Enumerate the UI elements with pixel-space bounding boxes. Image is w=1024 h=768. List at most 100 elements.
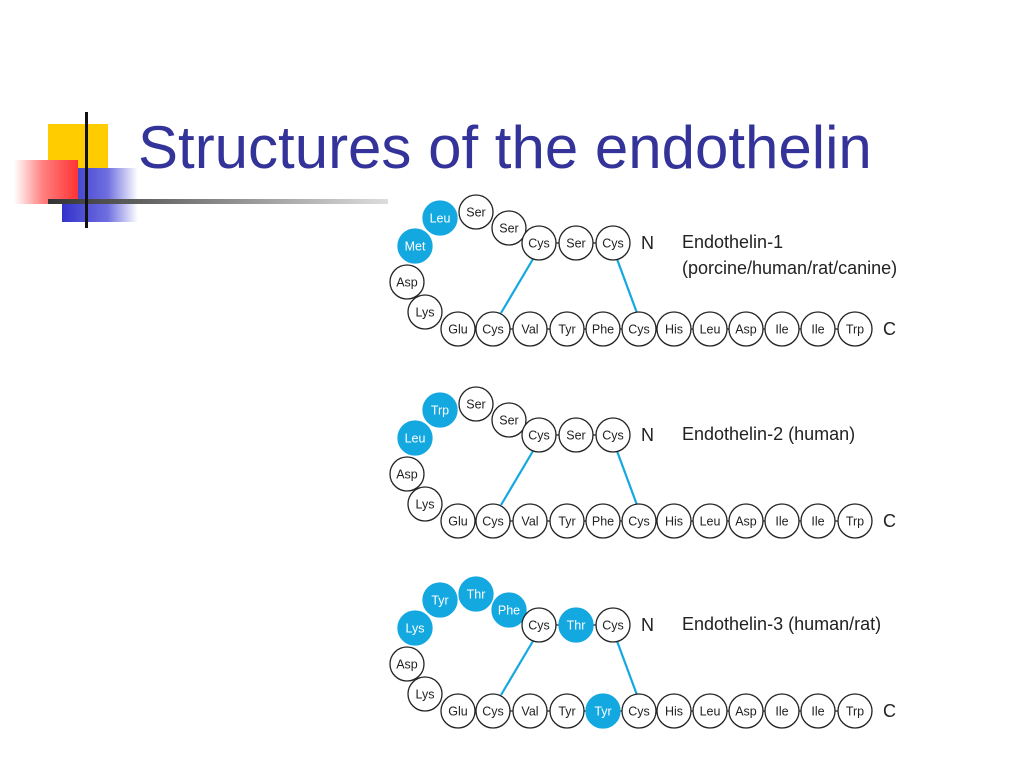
residue-circle <box>549 311 585 347</box>
residue-label: Ser <box>566 429 585 443</box>
residue-circle <box>389 646 425 682</box>
residue-circle <box>491 210 527 246</box>
residue-label: Tyr <box>594 705 611 719</box>
residue-label: Leu <box>700 323 721 337</box>
residue-label: Cys <box>528 619 550 633</box>
residue-label: Ser <box>499 414 518 428</box>
residue-glu: Glu <box>440 311 476 347</box>
vertical-rule <box>85 112 88 228</box>
residue-phe: Phe <box>585 311 621 347</box>
residue-cys: Cys <box>475 693 511 729</box>
residue-label: Cys <box>628 705 650 719</box>
residue-circle <box>728 503 764 539</box>
residue-ser: Ser <box>558 417 594 453</box>
residue-circle <box>491 592 527 628</box>
residue-label: Glu <box>448 705 468 719</box>
residue-cys: Cys <box>521 417 557 453</box>
residue-ile: Ile <box>764 693 800 729</box>
residue-his: His <box>656 311 692 347</box>
residue-label: Val <box>521 323 538 337</box>
residue-label: His <box>665 705 683 719</box>
disulfide-bond-1 <box>500 258 534 314</box>
residue-label: Glu <box>448 515 468 529</box>
residue-label: Cys <box>528 237 550 251</box>
residue-circle <box>549 503 585 539</box>
residue-ile: Ile <box>764 311 800 347</box>
residue-label: Cys <box>528 429 550 443</box>
residue-label: Asp <box>396 276 418 290</box>
c-terminus-label: C <box>883 511 896 531</box>
residue-circle <box>475 311 511 347</box>
residue-label: Tyr <box>558 705 575 719</box>
residue-ser: Ser <box>458 386 494 422</box>
residue-circle <box>475 503 511 539</box>
residue-tyr: Tyr <box>549 311 585 347</box>
residue-label: Phe <box>498 604 520 618</box>
residue-label: Ile <box>775 323 788 337</box>
residue-circle <box>800 693 836 729</box>
residue-circle <box>837 311 873 347</box>
residue-circle <box>458 576 494 612</box>
residue-his: His <box>656 693 692 729</box>
residue-circle <box>389 264 425 300</box>
peptide-name: Endothelin-3 (human/rat) <box>682 614 881 634</box>
residue-label: Cys <box>628 323 650 337</box>
residue-label: Ser <box>466 398 485 412</box>
residue-circle <box>440 693 476 729</box>
residue-ile: Ile <box>800 311 836 347</box>
residue-label: Asp <box>396 658 418 672</box>
residue-leu: Leu <box>692 311 728 347</box>
residue-lys: Lys <box>407 486 443 522</box>
residue-label: Cys <box>482 515 504 529</box>
peptide-name: (porcine/human/rat/canine) <box>682 258 897 278</box>
residue-asp: Asp <box>389 646 425 682</box>
residue-circle <box>800 311 836 347</box>
residue-asp: Asp <box>389 456 425 492</box>
residue-circle <box>800 503 836 539</box>
residue-ser: Ser <box>458 194 494 230</box>
residue-tyr: Tyr <box>549 693 585 729</box>
residue-val: Val <box>512 693 548 729</box>
residue-label: Tyr <box>558 323 575 337</box>
residue-asp: Asp <box>728 693 764 729</box>
residue-circle <box>621 503 657 539</box>
residue-label: Tyr <box>558 515 575 529</box>
c-terminus-label: C <box>883 319 896 339</box>
residue-glu: Glu <box>440 693 476 729</box>
residue-label: Cys <box>482 323 504 337</box>
residue-circle <box>585 693 621 729</box>
residue-circle <box>558 225 594 261</box>
residue-circle <box>558 417 594 453</box>
disulfide-bond-2 <box>615 450 639 506</box>
residue-circle <box>585 503 621 539</box>
residue-label: Trp <box>846 515 864 529</box>
residue-lys: Lys <box>407 676 443 712</box>
residue-leu: Leu <box>692 693 728 729</box>
residue-phe: Phe <box>585 503 621 539</box>
residue-cys: Cys <box>521 225 557 261</box>
residue-label: Ile <box>775 705 788 719</box>
residue-label: Lys <box>416 498 435 512</box>
residue-label: Val <box>521 705 538 719</box>
residue-leu: Leu <box>397 420 433 456</box>
residue-cys: Cys <box>475 503 511 539</box>
residue-circle <box>397 610 433 646</box>
residue-circle <box>407 676 443 712</box>
residue-label: Trp <box>431 404 449 418</box>
residue-label: Asp <box>735 323 757 337</box>
residue-lys: Lys <box>407 294 443 330</box>
residue-label: Glu <box>448 323 468 337</box>
residue-label: Val <box>521 515 538 529</box>
residue-circle <box>397 420 433 456</box>
residue-circle <box>692 693 728 729</box>
residue-trp: Trp <box>837 693 873 729</box>
residue-circle <box>656 693 692 729</box>
residue-cys: Cys <box>475 311 511 347</box>
residue-leu: Leu <box>692 503 728 539</box>
n-terminus-label: N <box>641 425 654 445</box>
residue-cys: Cys <box>621 311 657 347</box>
residue-label: Phe <box>592 515 614 529</box>
residue-val: Val <box>512 311 548 347</box>
residue-ser: Ser <box>491 210 527 246</box>
